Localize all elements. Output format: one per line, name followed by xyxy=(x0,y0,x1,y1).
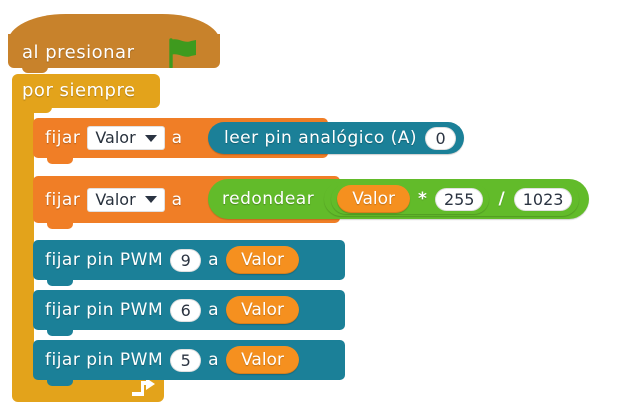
multiply-right-input[interactable]: 255 xyxy=(434,187,484,211)
block-set-variable-scaled[interactable]: fijar Valor a redondear Valor * 255 / 10… xyxy=(33,176,590,223)
divide-right-input[interactable]: 1023 xyxy=(513,187,573,211)
operator-divide[interactable]: Valor * 255 / 1023 xyxy=(324,182,580,216)
operator-round[interactable]: redondear Valor * 255 / 1023 xyxy=(208,179,590,219)
variable-dropdown-value: Valor xyxy=(95,128,136,147)
loop-arrow-icon xyxy=(132,378,155,396)
variable-dropdown-field[interactable]: Valor xyxy=(87,187,165,212)
pwm-pin-input[interactable]: 9 xyxy=(170,248,202,272)
pwm-pin-input[interactable]: 6 xyxy=(170,298,202,322)
green-flag-icon xyxy=(169,38,196,68)
hat-block-when-flag-clicked[interactable]: al presionar xyxy=(8,14,220,73)
operator-multiply[interactable]: Valor * 255 xyxy=(331,184,490,214)
hat-block-label: al presionar xyxy=(22,42,135,63)
block-bottom-notch xyxy=(47,280,73,286)
block-bottom-notch xyxy=(47,330,73,336)
set-pwm-connector-label: a xyxy=(208,250,220,270)
forever-header: por siempre xyxy=(12,74,160,108)
block-set-pwm-pin-9[interactable]: fijar pin PWM 9 a Valor xyxy=(33,240,345,280)
reporter-analog-read[interactable]: leer pin analógico (A) 0 xyxy=(208,122,465,154)
multiply-symbol: * xyxy=(418,189,427,209)
variable-dropdown-field[interactable]: Valor xyxy=(87,126,165,150)
set-pwm-prefix-label: fijar pin PWM xyxy=(45,300,164,320)
variable-reporter-valor[interactable]: Valor xyxy=(226,296,299,324)
variable-reporter-valor[interactable]: Valor xyxy=(337,185,411,213)
block-bottom-notch xyxy=(47,380,73,386)
divide-symbol: / xyxy=(498,189,505,209)
round-label: redondear xyxy=(222,189,315,209)
set-variable-connector-label: a xyxy=(171,189,183,210)
analog-read-label: leer pin analógico (A) xyxy=(224,128,418,148)
variable-reporter-valor[interactable]: Valor xyxy=(226,246,299,274)
variable-reporter-valor[interactable]: Valor xyxy=(226,346,299,374)
variable-dropdown-value: Valor xyxy=(95,189,136,209)
block-bottom-notch xyxy=(47,223,73,229)
set-pwm-prefix-label: fijar pin PWM xyxy=(45,250,164,270)
set-variable-prefix-label: fijar xyxy=(45,128,81,148)
set-pwm-prefix-label: fijar pin PWM xyxy=(45,350,164,370)
pwm-pin-input[interactable]: 5 xyxy=(170,348,202,372)
block-set-pwm-pin-5[interactable]: fijar pin PWM 5 a Valor xyxy=(33,340,345,380)
hat-block-bottom-notch xyxy=(22,66,48,73)
forever-label: por siempre xyxy=(22,80,136,101)
chevron-down-icon xyxy=(144,196,157,203)
analog-pin-input[interactable]: 0 xyxy=(425,126,457,150)
set-pwm-connector-label: a xyxy=(208,300,220,320)
chevron-down-icon xyxy=(144,134,157,142)
block-set-variable-analog-read[interactable]: fijar Valor a leer pin analógico (A) 0 xyxy=(33,118,465,158)
set-pwm-connector-label: a xyxy=(208,350,220,370)
set-variable-connector-label: a xyxy=(171,128,183,148)
block-set-pwm-pin-6[interactable]: fijar pin PWM 6 a Valor xyxy=(33,290,345,330)
forever-inner-notch xyxy=(26,106,52,113)
block-bottom-notch xyxy=(47,158,73,164)
set-variable-prefix-label: fijar xyxy=(45,189,81,210)
forever-left-spine xyxy=(12,104,34,382)
